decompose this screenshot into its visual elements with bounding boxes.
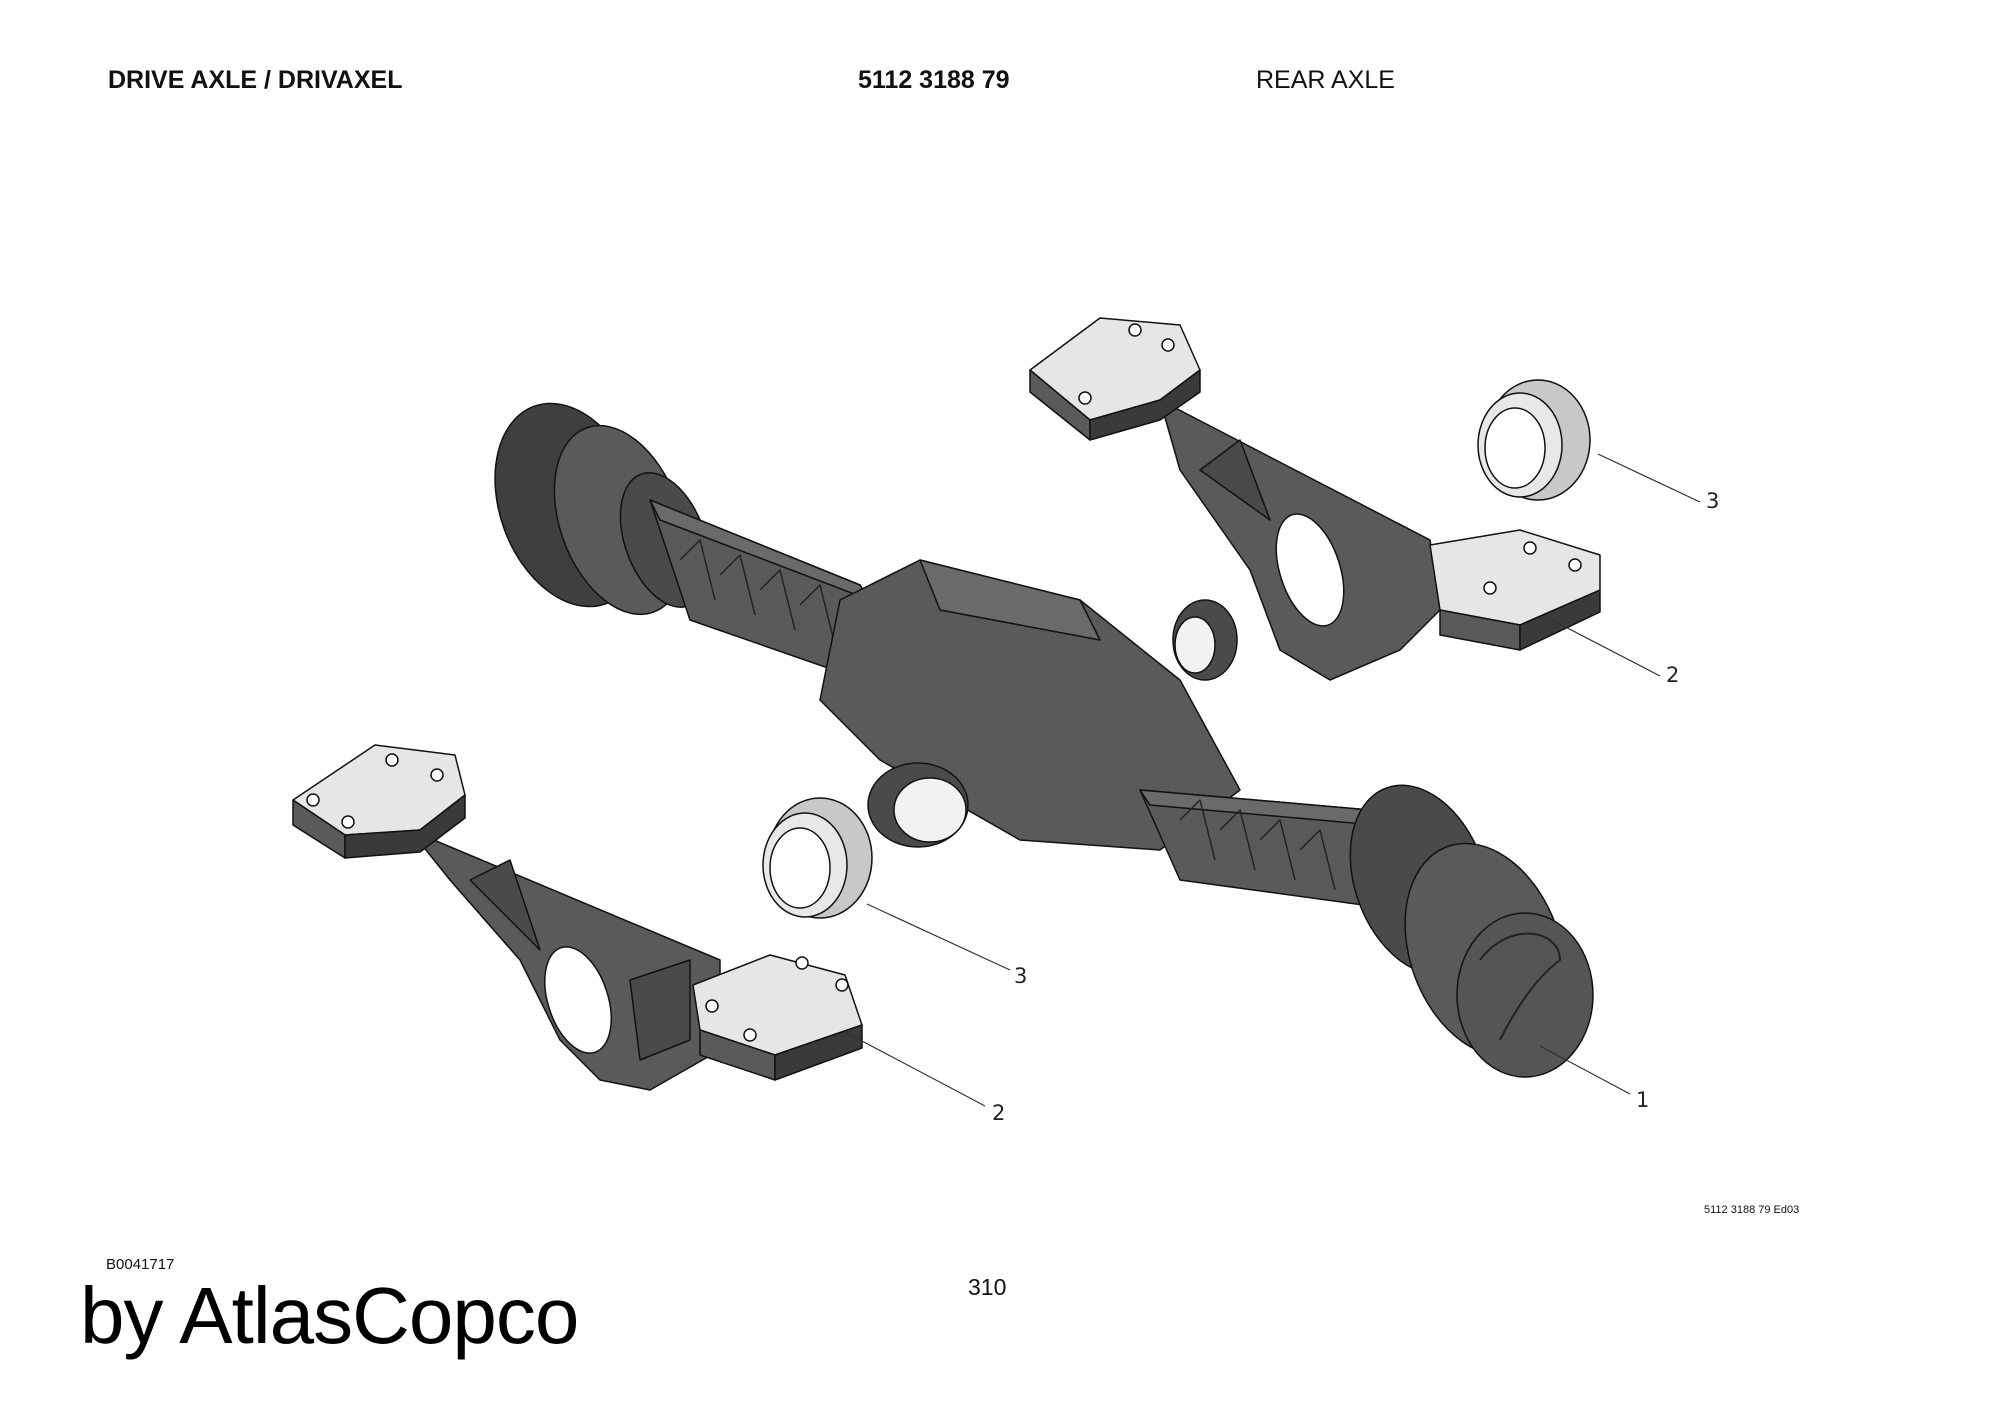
- edition-label: 5112 3188 79 Ed03: [1704, 1204, 1800, 1216]
- callout-3-lower: 3: [1014, 964, 1027, 988]
- bracket-lower: [292, 744, 863, 1091]
- page-title: DRIVE AXLE / DRIVAXEL: [108, 66, 403, 94]
- part-number: 5112 3188 79: [858, 66, 1010, 94]
- callout-2-lower: 2: [992, 1101, 1005, 1125]
- seal-ring-upper: [1477, 379, 1591, 501]
- section-name: REAR AXLE: [1256, 66, 1395, 94]
- seal-ring-lower: [762, 797, 873, 919]
- callout-3-upper: 3: [1706, 489, 1719, 513]
- callout-1: 1: [1636, 1088, 1649, 1112]
- page-number: 310: [968, 1274, 1007, 1300]
- leader-lines: [844, 453, 1701, 1107]
- figure-reference: B0041717: [106, 1256, 175, 1273]
- axle-housing: [494, 402, 1594, 1078]
- bracket-upper: [1029, 317, 1601, 681]
- callout-2-upper: 2: [1666, 663, 1679, 687]
- watermark-text: by AtlasCopco: [80, 1271, 579, 1360]
